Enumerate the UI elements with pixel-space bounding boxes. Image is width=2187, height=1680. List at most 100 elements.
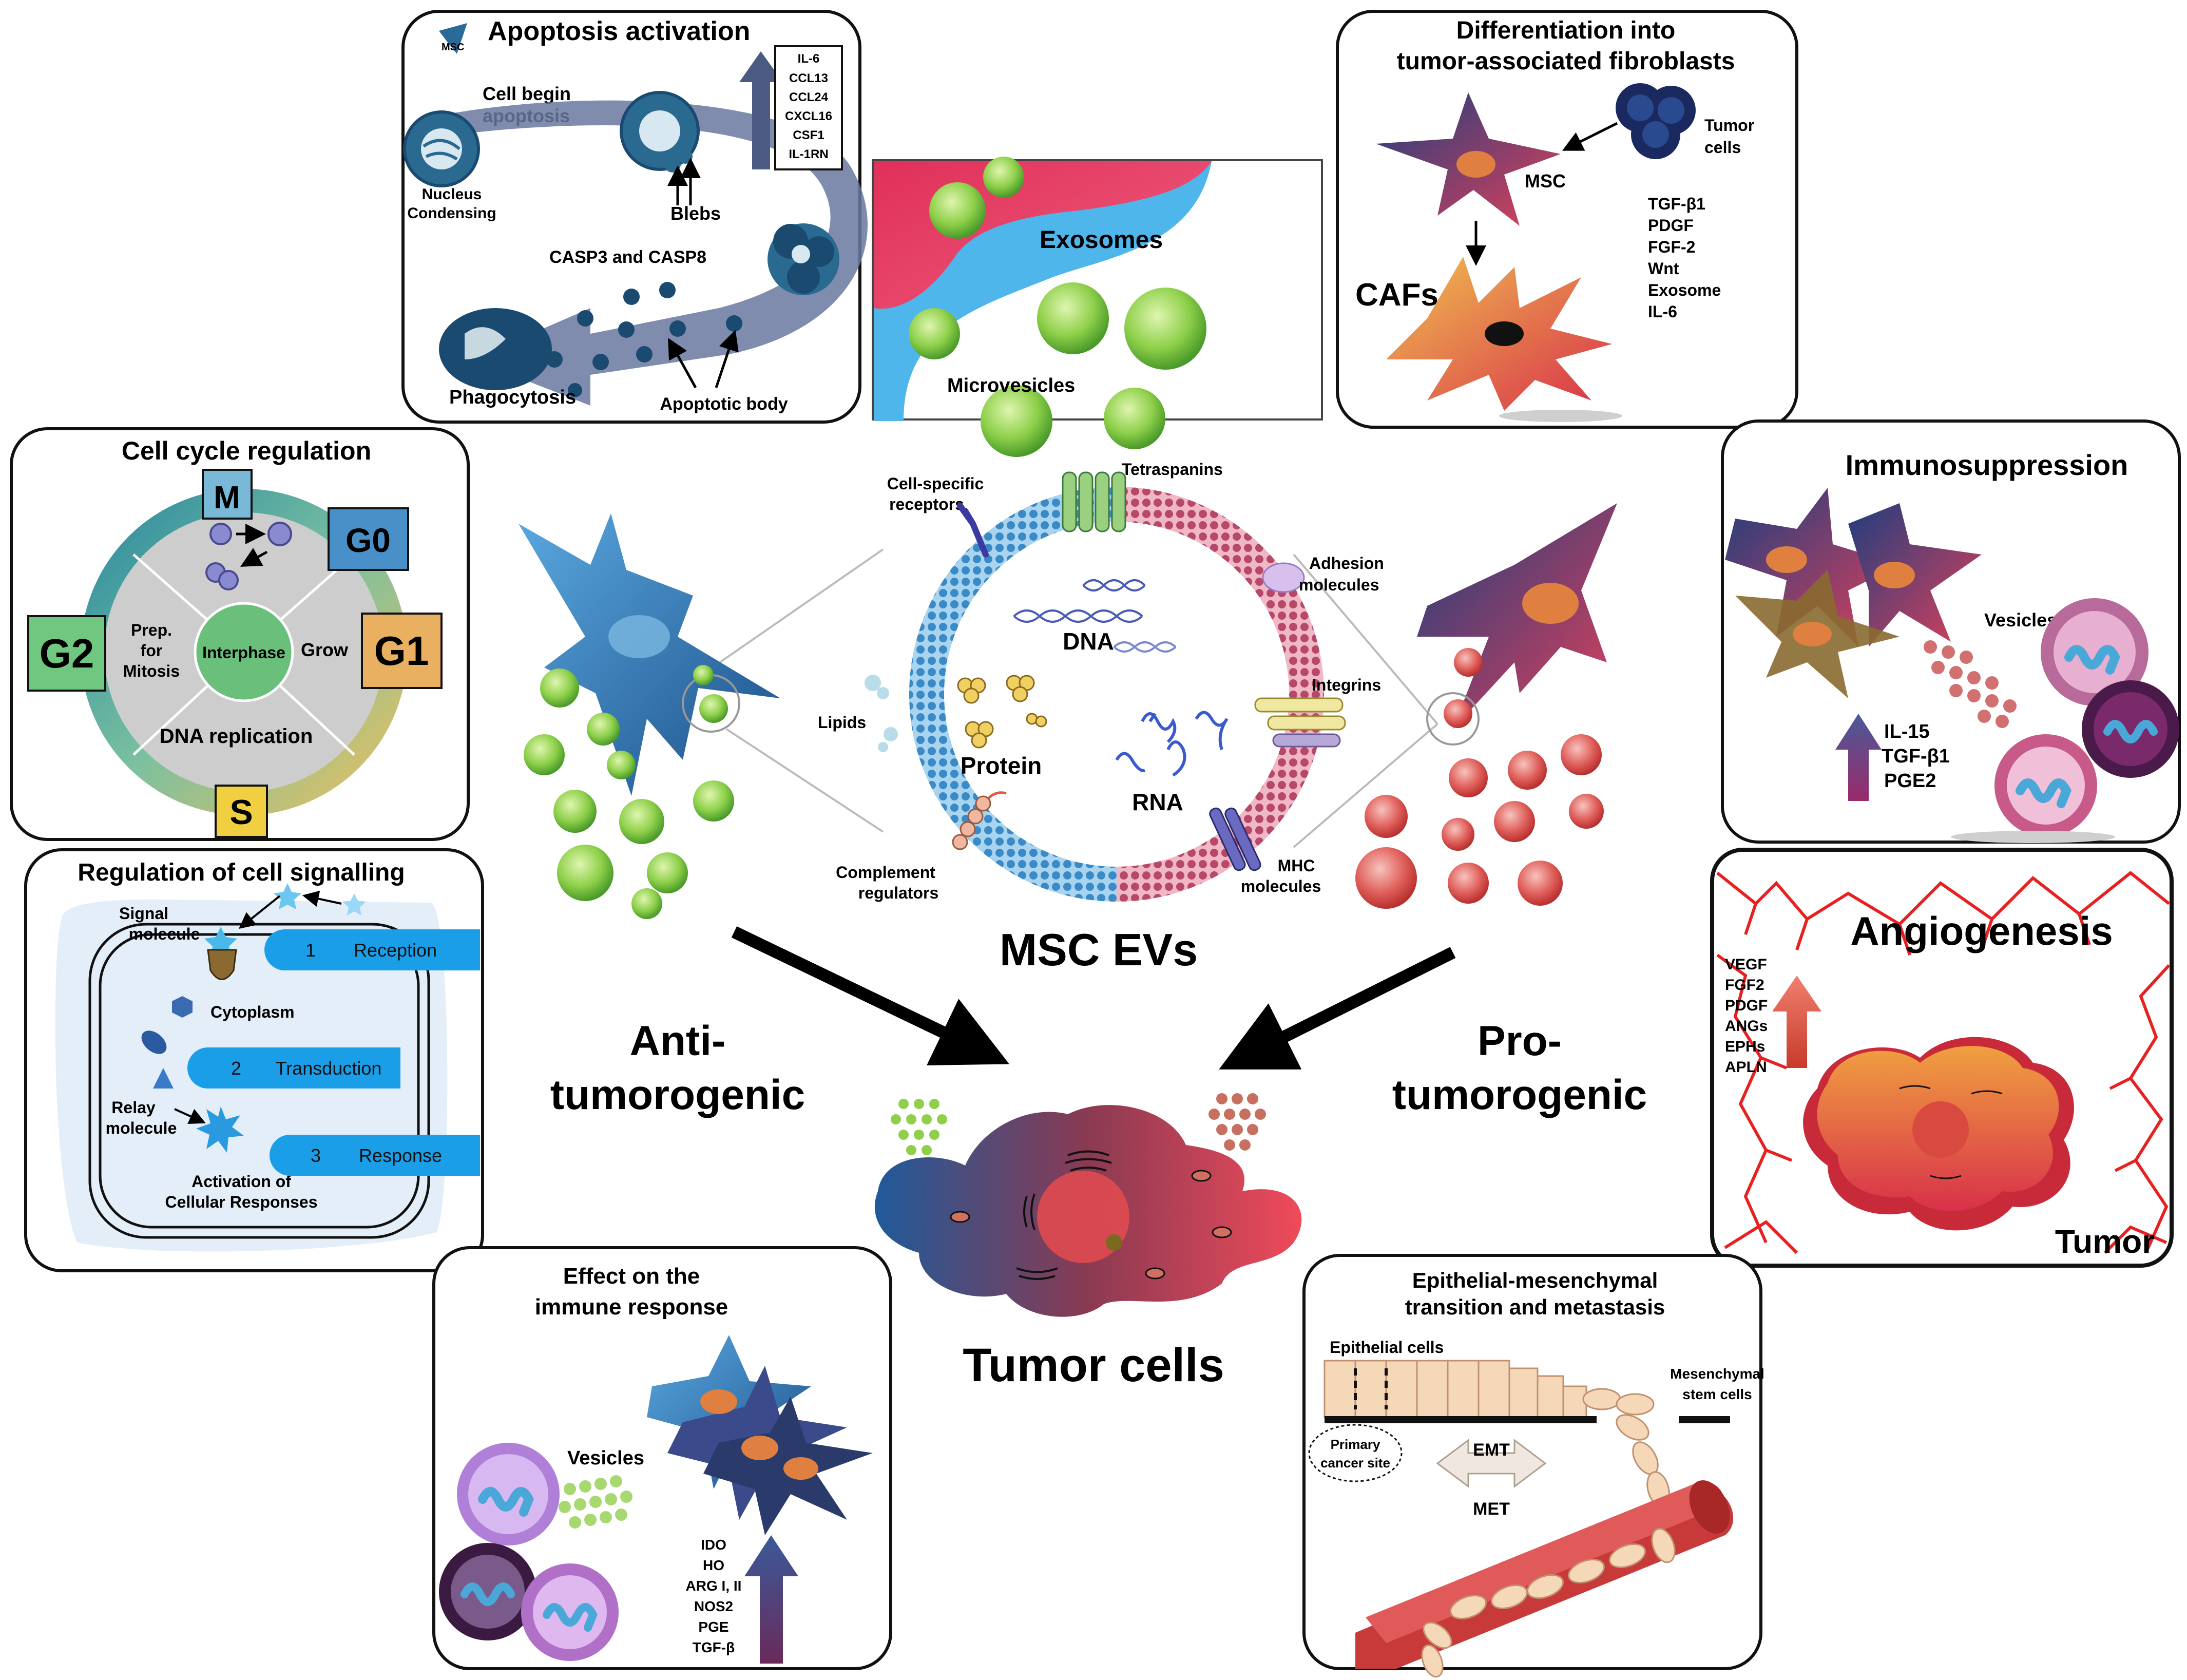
angiogenesis-panel: Angiogenesis VEGF FGF2 PDGF ANGs EPHs AP… <box>1710 848 2174 1268</box>
cell-cycle-panel: Cell cycle regulation Interphase Grow Pr… <box>10 427 470 841</box>
mesenchymal-label-2: stem cells <box>1682 1386 1752 1402</box>
mhc-protein <box>1209 807 1261 871</box>
step-label: Transduction <box>276 1058 382 1079</box>
angio-factor: ANGs <box>1725 1018 1768 1035</box>
signalling-title: Regulation of cell signalling <box>78 859 405 886</box>
caf-tumor-label-2: cells <box>1704 138 1741 157</box>
angio-factor: PDGF <box>1725 997 1768 1014</box>
red-vesicle <box>1494 801 1535 842</box>
complement-label-1: Complement <box>836 863 935 882</box>
receptors-label-1: Cell-specific <box>887 474 984 493</box>
anti-vesicle <box>693 665 714 685</box>
phase-m-box <box>202 469 253 520</box>
basement-membrane-gap <box>1679 1416 1730 1423</box>
zoom-line-right <box>1293 553 1438 725</box>
phase-s-label: S <box>229 793 253 832</box>
phagocytosis-label: Phagocytosis <box>449 387 576 408</box>
angio-factor: EPHs <box>1725 1038 1765 1055</box>
green-vesicle <box>587 713 620 746</box>
pro-msc-nucleus <box>1522 583 1579 624</box>
relay-label-1: Relay <box>111 1098 156 1117</box>
red-vesicles <box>1355 648 1604 909</box>
phagocyte-cell <box>439 308 552 390</box>
caf-factor: PDGF <box>1648 216 1694 235</box>
immunosuppression-frame <box>1721 419 2181 844</box>
immune-factor: PGE <box>698 1619 728 1635</box>
red-vesicle <box>1508 751 1547 790</box>
immune-factor: NOS2 <box>694 1598 733 1614</box>
green-vesicle <box>607 751 636 779</box>
zoom-line-left <box>725 728 884 833</box>
epithelial-cells <box>1323 1360 1587 1418</box>
cytoplasm-molecule-icon <box>172 996 193 1018</box>
signal-arrow <box>302 890 342 907</box>
step-label: Reception <box>354 940 437 961</box>
green-dot-cluster <box>891 1099 947 1155</box>
tumor-to-msc-arrow <box>1562 122 1618 151</box>
caf-shadow <box>1499 410 1622 422</box>
red-vesicle <box>1442 818 1474 851</box>
blood-vessel-network <box>1716 871 2171 1254</box>
immune-factor: HO <box>703 1557 724 1573</box>
ev-membrane-red <box>1116 487 1324 902</box>
step-response <box>270 1135 480 1176</box>
step-number: 2 <box>231 1058 241 1079</box>
caf-msc-label: MSC <box>1525 170 1566 192</box>
epithelial-label: Epithelial cells <box>1330 1338 1444 1357</box>
immuno-factor: PGE2 <box>1884 770 1936 792</box>
phase-g2-box <box>27 615 106 692</box>
dna-helix-icons <box>1013 579 1177 653</box>
prep-label-3: Mitosis <box>123 662 180 680</box>
receptors-label-2: receptors <box>889 495 964 513</box>
immuno-vesicle-dots <box>1924 640 2017 728</box>
fragmenting-cell <box>768 223 839 295</box>
immune-msc-cells <box>647 1335 873 1535</box>
dna-label: DNA <box>1063 628 1114 655</box>
mhc-label-2: molecules <box>1241 877 1321 895</box>
anti-vesicle <box>699 694 728 723</box>
angio-up-arrow <box>1772 976 1821 1068</box>
tetraspanins-label: Tetraspanins <box>1122 460 1223 479</box>
immune-factor: TGF-β <box>693 1639 735 1655</box>
blebs-label: Blebs <box>670 203 721 224</box>
phase-g2-label: G2 <box>40 631 94 676</box>
red-vesicle <box>1365 795 1408 838</box>
microvesicles-label: Microvesicles <box>947 375 1075 396</box>
body-pointer-2 <box>715 330 739 388</box>
outer-membrane <box>88 923 430 1239</box>
caf-nucleus <box>1485 321 1524 346</box>
immuno-factor: IL-15 <box>1884 721 1930 742</box>
apoptosis-factor: IL-1RN <box>789 147 828 161</box>
green-vesicle <box>631 888 662 919</box>
angio-factor: APLN <box>1725 1059 1767 1076</box>
tumor-organelles <box>1016 1150 1112 1280</box>
mhc-label-1: MHC <box>1278 856 1315 875</box>
immunosuppression-title: Immunosuppression <box>1846 449 2128 481</box>
immune-title-1: Effect on the <box>563 1264 700 1289</box>
immune-target-cells <box>439 1443 619 1661</box>
caf-factor: Wnt <box>1648 259 1679 278</box>
activation-label-1: Activation of <box>191 1172 291 1191</box>
green-vesicle <box>553 790 597 833</box>
emt-title-1: Epithelial-mesenchymal <box>1412 1268 1658 1292</box>
emt-met-double-arrow <box>1436 1439 1547 1488</box>
apoptosis-factor-box <box>774 45 843 170</box>
ev-lumen <box>947 525 1286 864</box>
anti-label-2: tumorogenic <box>550 1072 805 1118</box>
immune-title-2: immune response <box>535 1294 728 1320</box>
relay-arrow <box>174 1108 206 1124</box>
red-vesicle <box>1355 847 1417 909</box>
blebs-cell <box>620 91 700 173</box>
basement-membrane <box>1325 1416 1597 1423</box>
rna-label: RNA <box>1132 789 1183 815</box>
immune-factor-list: IDO HO ARG I, II NOS2 PGE TGF-β <box>686 1537 742 1655</box>
green-vesicle <box>540 669 579 708</box>
caf-panel: Differentiation into tumor-associated fi… <box>1336 10 1798 429</box>
microvesicle <box>1124 288 1206 370</box>
cell-begin-label-1: Cell begin <box>483 83 571 104</box>
green-vesicle <box>557 845 613 901</box>
apoptosis-factor: CXCL16 <box>785 109 832 123</box>
pro-to-tumor-arrow <box>1219 947 1456 1070</box>
mitosis-cells <box>205 522 292 590</box>
emt-panel: Epithelial-mesenchymal transition and me… <box>1302 1254 1764 1678</box>
